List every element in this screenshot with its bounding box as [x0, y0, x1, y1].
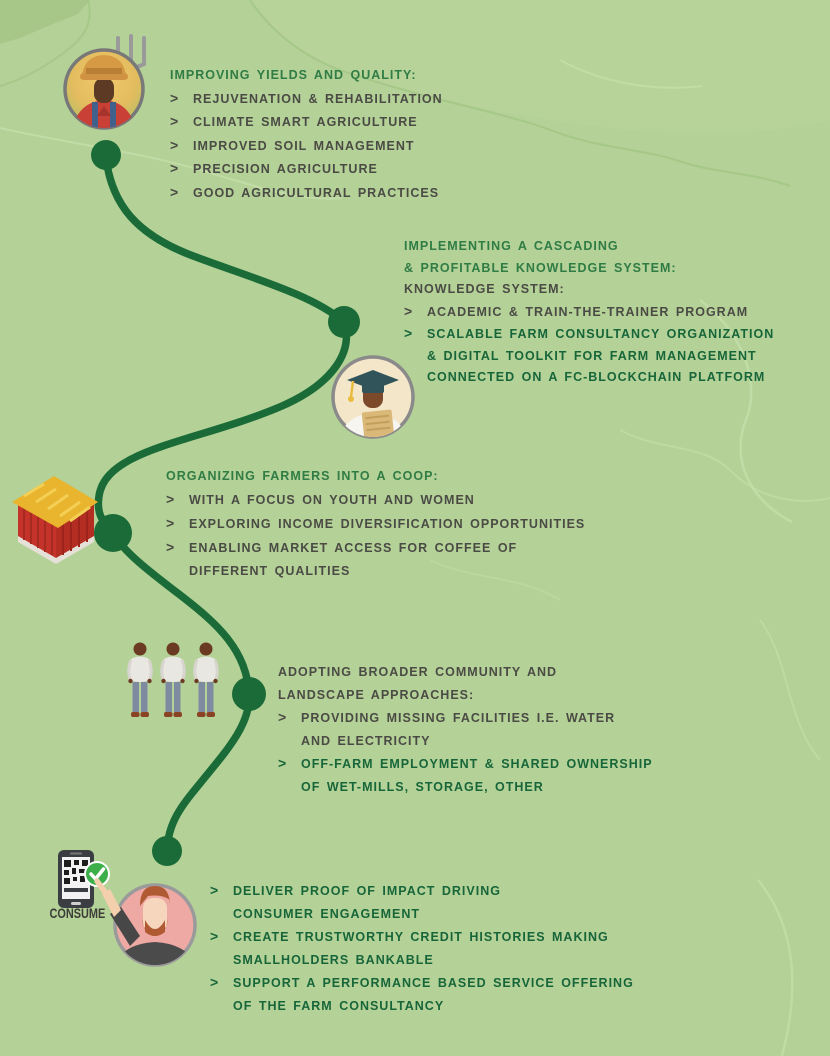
bullet-line: > CREATE TRUSTWORTHY CREDIT HISTORIES MAK… [210, 925, 634, 949]
chevron-icon: > [210, 974, 220, 990]
chevron-icon: > [166, 515, 176, 531]
bullet-text: SMALLHOLDERS BANKABLE [233, 952, 434, 967]
bullet-text: CONSUMER ENGAGEMENT [233, 906, 420, 921]
bullet-line: ADOPTING BROADER COMMUNITY AND [278, 661, 653, 684]
chevron-icon: > [404, 325, 414, 341]
bullet-line: > WITH A FOCUS ON YOUTH AND WOMEN [166, 488, 585, 512]
bullet-text: ENABLING MARKET ACCESS FOR COFFEE OF [189, 541, 518, 555]
bullet-line: > IMPROVED SOIL MANAGEMENT [170, 134, 443, 158]
qr-code-icon [64, 860, 88, 884]
section-organizing-coop: ORGANIZING FARMERS INTO A COOP: > WITH A F… [166, 465, 585, 583]
bullet-text: & PROFITABLE KNOWLEDGE SYSTEM: [404, 260, 677, 275]
bullet-text: PROVIDING MISSING FACILITIES I.E. WATER [301, 711, 616, 725]
chevron-icon: > [170, 89, 180, 106]
bullet-text: CREATE TRUSTWORTHY CREDIT HISTORIES MAKI… [233, 930, 609, 944]
chevron-icon: > [210, 928, 220, 944]
bullet-text: GOOD AGRICULTURAL PRACTICES [193, 185, 440, 200]
section-community-landscape: ADOPTING BROADER COMMUNITY AND LANDSCAPE … [278, 661, 653, 798]
community-people-icon [127, 642, 219, 719]
bullet-text: ACADEMIC & TRAIN-THE-TRAINER PROGRAM [427, 304, 749, 319]
bullet-line: > PRECISION AGRICULTURE [170, 157, 443, 181]
bullet-text: OF WET-MILLS, STORAGE, OTHER [301, 779, 544, 794]
bullet-line: CONNECTED ON A FC-BLOCKCHAIN PLATFORM [404, 367, 774, 389]
bullet-line: > SUPPORT A PERFORMANCE BASED SERVICE OFF… [210, 971, 634, 995]
bullet-text: OFF-FARM EMPLOYMENT & SHARED OWNERSHIP [301, 757, 653, 771]
warehouse-icon [12, 476, 98, 564]
section-proof-of-impact: > DELIVER PROOF OF IMPACT DRIVING CONSUMER… [210, 879, 634, 1017]
bullet-text: PRECISION AGRICULTURE [193, 162, 378, 176]
consume-label: CONSUME [49, 905, 106, 921]
milestone-dot-1 [91, 140, 121, 170]
bullet-text: CONNECTED ON A FC-BLOCKCHAIN PLATFORM [427, 370, 766, 384]
bullet-text: IMPROVED SOIL MANAGEMENT [193, 138, 415, 153]
chevron-icon: > [170, 136, 180, 153]
bullet-text: WITH A FOCUS ON YOUTH AND WOMEN [189, 493, 475, 507]
bullet-text: OF THE FARM CONSULTANCY [233, 998, 445, 1013]
section-heading: IMPROVING YIELDS AND QUALITY: [170, 64, 443, 87]
bullet-line: > ENABLING MARKET ACCESS FOR COFFEE OF [166, 536, 585, 560]
bullet-line: > CLIMATE SMART AGRICULTURE [170, 110, 443, 134]
bullet-text: IMPLEMENTING A CASCADING [404, 239, 619, 253]
bullet-line: OF THE FARM CONSULTANCY [210, 995, 634, 1018]
milestone-dot-2 [328, 306, 360, 338]
chevron-icon: > [404, 302, 414, 319]
chevron-icon: > [170, 113, 180, 129]
bullet-line: > OFF-FARM EMPLOYMENT & SHARED OWNERSHIP [278, 752, 653, 776]
milestone-dot-5 [152, 836, 182, 866]
bullet-text: ADOPTING BROADER COMMUNITY AND [278, 665, 558, 679]
bullet-text: SUPPORT A PERFORMANCE BASED SERVICE OFFE… [233, 976, 634, 990]
chevron-icon: > [170, 160, 180, 176]
section-heading: & PROFITABLE KNOWLEDGE SYSTEM: [404, 258, 774, 280]
chevron-icon: > [278, 709, 288, 725]
bullet-text: IMPROVING YIELDS AND QUALITY: [170, 68, 417, 82]
bullet-line: AND ELECTRICITY [278, 730, 653, 753]
bullet-line: LANDSCAPE APPROACHES: [278, 684, 653, 707]
bullet-text: DIFFERENT QUALITIES [189, 564, 351, 578]
bullet-line: CONSUMER ENGAGEMENT [210, 903, 634, 926]
bullet-text: CLIMATE SMART AGRICULTURE [193, 115, 418, 129]
milestone-dot-4 [232, 677, 266, 711]
section-heading: IMPLEMENTING A CASCADING [404, 236, 774, 258]
section-heading: ORGANIZING FARMERS INTO A COOP: [166, 465, 585, 488]
chevron-icon: > [210, 882, 220, 898]
bullet-text: KNOWLEDGE SYSTEM: [404, 282, 565, 296]
bullet-text: ORGANIZING FARMERS INTO A COOP: [166, 469, 439, 483]
bullet-line: > PROVIDING MISSING FACILITIES I.E. WATER [278, 706, 653, 730]
milestone-dot-3 [94, 514, 132, 552]
bullet-text: REJUVENATION & REHABILITATION [193, 91, 443, 106]
chevron-icon: > [278, 755, 288, 771]
bullet-text: & DIGITAL TOOLKIT FOR FARM MANAGEMENT [427, 348, 757, 363]
graduate-icon [331, 355, 415, 439]
section-knowledge-system: IMPLEMENTING A CASCADING & PROFITABLE KNO… [404, 236, 774, 389]
consumer-icon [94, 878, 197, 967]
chevron-icon: > [170, 183, 180, 200]
bullet-line: & DIGITAL TOOLKIT FOR FARM MANAGEMENT [404, 346, 774, 368]
bullet-line: SMALLHOLDERS BANKABLE [210, 949, 634, 972]
bullet-line: OF WET-MILLS, STORAGE, OTHER [278, 776, 653, 799]
bullet-line: DIFFERENT QUALITIES [166, 560, 585, 583]
chevron-icon: > [166, 491, 176, 507]
chevron-icon: > [166, 539, 176, 555]
bullet-line: > GOOD AGRICULTURAL PRACTICES [170, 181, 443, 205]
bullet-text: SCALABLE FARM CONSULTANCY ORGANIZATION [427, 327, 775, 341]
bullet-line: > SCALABLE FARM CONSULTANCY ORGANIZATION [404, 323, 774, 346]
bullet-line: > ACADEMIC & TRAIN-THE-TRAINER PROGRAM [404, 301, 774, 324]
bullet-text: AND ELECTRICITY [301, 733, 431, 748]
bullet-text: EXPLORING INCOME DIVERSIFICATION OPPORTU… [189, 517, 586, 531]
bullet-text: DELIVER PROOF OF IMPACT DRIVING [233, 884, 501, 898]
section-improving-yields: IMPROVING YIELDS AND QUALITY: > REJUVENATI… [170, 64, 443, 204]
bullet-line: > REJUVENATION & REHABILITATION [170, 87, 443, 111]
bullet-text: LANDSCAPE APPROACHES: [278, 687, 475, 702]
farmer-icon [63, 34, 146, 130]
consume-phone-icon [58, 850, 110, 908]
bullet-line: > DELIVER PROOF OF IMPACT DRIVING [210, 879, 634, 903]
bullet-line: KNOWLEDGE SYSTEM: [404, 279, 774, 301]
bullet-line: > EXPLORING INCOME DIVERSIFICATION OPPORT… [166, 512, 585, 536]
